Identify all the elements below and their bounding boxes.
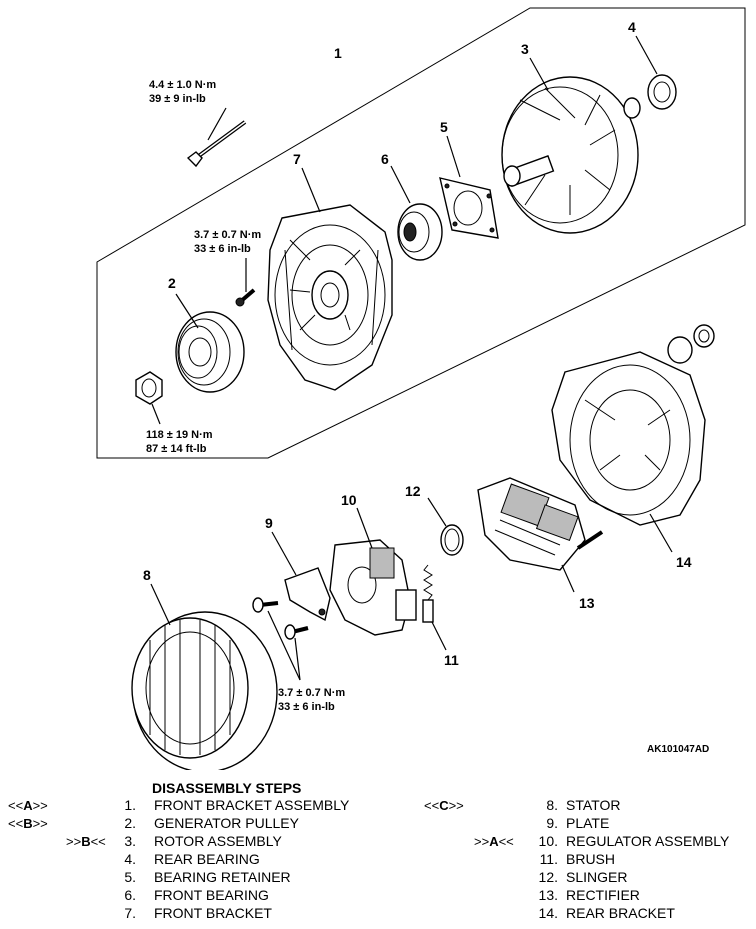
step-name: STATOR xyxy=(566,797,621,813)
step-number: 12. xyxy=(538,869,558,885)
rear-bearing-drawing xyxy=(623,35,677,119)
callout-11: 11 xyxy=(444,652,459,668)
torque-mid-line2: 33 ± 6 in-lb xyxy=(194,243,251,255)
step-number: 2. xyxy=(124,815,136,831)
callout-1: 1 xyxy=(334,45,342,61)
callout-8: 8 xyxy=(143,567,151,583)
brush-drawing xyxy=(422,564,447,651)
step-name: ROTOR ASSEMBLY xyxy=(154,833,282,849)
step-name: SLINGER xyxy=(566,869,628,885)
callout-6: 6 xyxy=(381,151,389,167)
step-name: BRUSH xyxy=(566,851,616,867)
through-bolt-top xyxy=(186,107,247,168)
step-name: REGULATOR ASSEMBLY xyxy=(566,833,730,849)
front-bracket-drawing xyxy=(267,167,393,391)
torque-plate-line2: 33 ± 6 in-lb xyxy=(278,701,335,713)
step-number: 7. xyxy=(124,905,136,921)
callout-9: 9 xyxy=(265,515,273,531)
torque-top-line1: 4.4 ± 1.0 N·m xyxy=(149,79,216,91)
step-number: 14. xyxy=(538,905,558,921)
step-mark: <<A>> xyxy=(8,798,48,813)
assembly-enclosure-outline xyxy=(96,7,746,459)
step-number: 9. xyxy=(546,815,558,831)
step-name: PLATE xyxy=(566,815,610,831)
stator-drawing xyxy=(131,583,278,770)
front-bearing-drawing xyxy=(390,165,443,261)
callout-12: 12 xyxy=(405,483,421,499)
step-number: 8. xyxy=(546,797,558,813)
callout-2: 2 xyxy=(168,275,176,291)
step-name: FRONT BRACKET xyxy=(154,905,272,921)
plate-screws-drawing xyxy=(252,597,309,681)
figure-id: AK101047AD xyxy=(647,744,709,755)
pulley-nut-drawing xyxy=(135,371,163,425)
step-number: 1. xyxy=(124,797,136,813)
torque-plate-line1: 3.7 ± 0.7 N·m xyxy=(278,687,345,699)
step-number: 6. xyxy=(124,887,136,903)
step-number: 4. xyxy=(124,851,136,867)
step-number: 11. xyxy=(539,851,558,867)
step-mark: >>B<< xyxy=(66,834,106,849)
step-name: FRONT BRACKET ASSEMBLY xyxy=(154,797,350,813)
step-name: REAR BEARING xyxy=(154,851,260,867)
step-mark: >>A<< xyxy=(474,834,514,849)
step-name: BEARING RETAINER xyxy=(154,869,291,885)
callout-3: 3 xyxy=(521,41,529,57)
step-number: 5. xyxy=(124,869,136,885)
rotor-assembly-drawing xyxy=(501,57,639,234)
small-bolt-mid xyxy=(235,258,256,307)
callout-7: 7 xyxy=(293,151,301,167)
rear-bracket-drawing xyxy=(551,324,715,553)
step-number: 10. xyxy=(538,833,558,849)
step-name: GENERATOR PULLEY xyxy=(154,815,299,831)
callout-4: 4 xyxy=(628,19,636,35)
bearing-retainer-drawing xyxy=(439,135,499,239)
plate-drawing xyxy=(271,531,331,622)
torque-nut-line2: 87 ± 14 ft-lb xyxy=(146,443,207,455)
step-name: RECTIFIER xyxy=(566,887,640,903)
step-mark: <<B>> xyxy=(8,816,48,831)
exploded-view-diagram: 1 2 3 4 5 6 7 8 9 10 11 12 13 14 4.4 ± 1… xyxy=(96,7,746,770)
callout-14: 14 xyxy=(676,554,692,570)
step-mark: <<C>> xyxy=(424,798,464,813)
steps-title: DISASSEMBLY STEPS xyxy=(152,780,302,796)
callout-5: 5 xyxy=(440,119,448,135)
rectifier-drawing xyxy=(477,477,604,593)
torque-nut-line1: 118 ± 19 N·m xyxy=(146,429,213,441)
callout-10: 10 xyxy=(341,492,357,508)
torque-mid-line1: 3.7 ± 0.7 N·m xyxy=(194,229,261,241)
callout-13: 13 xyxy=(579,595,595,611)
regulator-assembly-drawing xyxy=(329,507,417,636)
disassembly-steps: DISASSEMBLY STEPS <<A>> 1. FRONT BRACKET A… xyxy=(0,770,756,929)
torque-top-line2: 39 ± 9 in-lb xyxy=(149,93,206,105)
generator-pulley-drawing xyxy=(175,293,245,393)
step-number: 13. xyxy=(538,887,558,903)
step-number: 3. xyxy=(124,833,136,849)
step-name: FRONT BEARING xyxy=(154,887,269,903)
slinger-drawing xyxy=(427,497,464,556)
step-name: REAR BRACKET xyxy=(566,905,675,921)
